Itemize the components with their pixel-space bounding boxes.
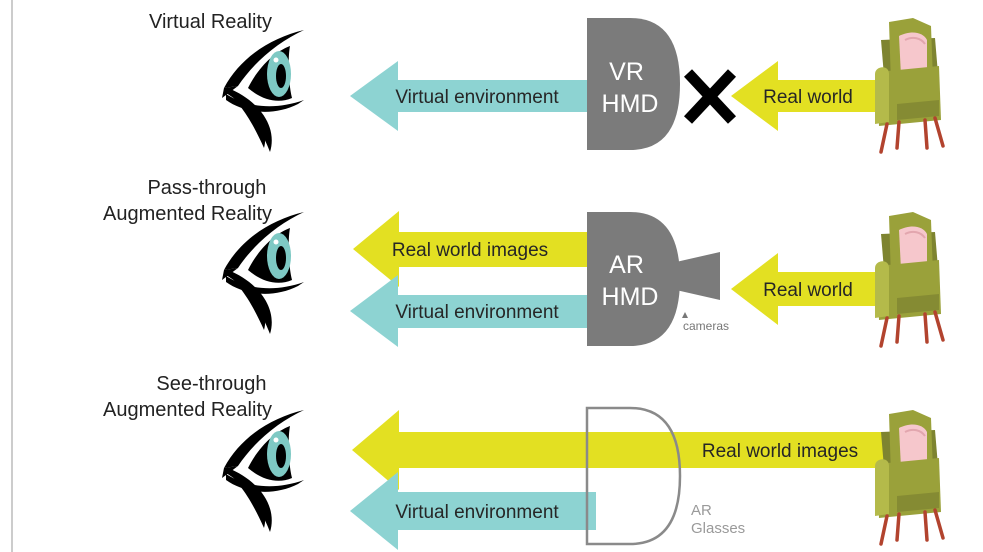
real-world-label: Real world	[763, 280, 853, 301]
ar-hmd-label: AR HMD	[602, 251, 659, 311]
eye-icon	[222, 410, 304, 532]
real-world-images-arrow	[353, 211, 596, 287]
row-vr: Virtual Reality Virtual environment VR H…	[149, 11, 945, 154]
eye-icon	[222, 212, 304, 334]
real-world-images-arrow	[352, 410, 920, 490]
row-seethrough: See-through Augmented Reality Real world…	[103, 373, 945, 550]
ar-glasses-outline	[585, 406, 682, 546]
x-icon	[683, 69, 737, 124]
real-world-label: Real world	[763, 87, 853, 108]
title-line: Virtual Reality	[149, 11, 272, 33]
virtual-environment-arrow	[350, 472, 596, 550]
vr-hmd-device	[587, 18, 680, 150]
row-passthrough: Pass-through Augmented Reality Real worl…	[103, 177, 945, 348]
armchair-icon	[873, 210, 945, 348]
vr-hmd-label: VR HMD	[602, 58, 659, 118]
real-world-arrow	[731, 61, 905, 131]
virtual-environment-arrow	[350, 61, 596, 131]
virtual-environment-label: Virtual environment	[395, 302, 559, 323]
armchair-icon	[873, 16, 945, 154]
real-world-arrow	[731, 253, 905, 325]
cameras-label: cameras	[683, 319, 729, 333]
row-title-seethrough: See-through Augmented Reality	[103, 373, 272, 421]
ar-glasses-label: AR Glasses	[691, 502, 745, 537]
virtual-environment-arrow	[350, 275, 596, 347]
real-world-images-label: Real world images	[702, 441, 858, 462]
row-title-vr: Virtual Reality	[149, 11, 272, 33]
armchair-icon	[873, 408, 945, 546]
eye-icon	[222, 30, 304, 152]
row-title-passthrough: Pass-through Augmented Reality	[103, 177, 272, 225]
ar-hmd-device	[587, 212, 680, 346]
virtual-environment-label: Virtual environment	[395, 502, 559, 523]
virtual-environment-label: Virtual environment	[395, 87, 559, 108]
camera-icon	[676, 252, 720, 300]
real-world-images-label: Real world images	[392, 240, 548, 261]
cameras-pointer	[682, 312, 688, 318]
